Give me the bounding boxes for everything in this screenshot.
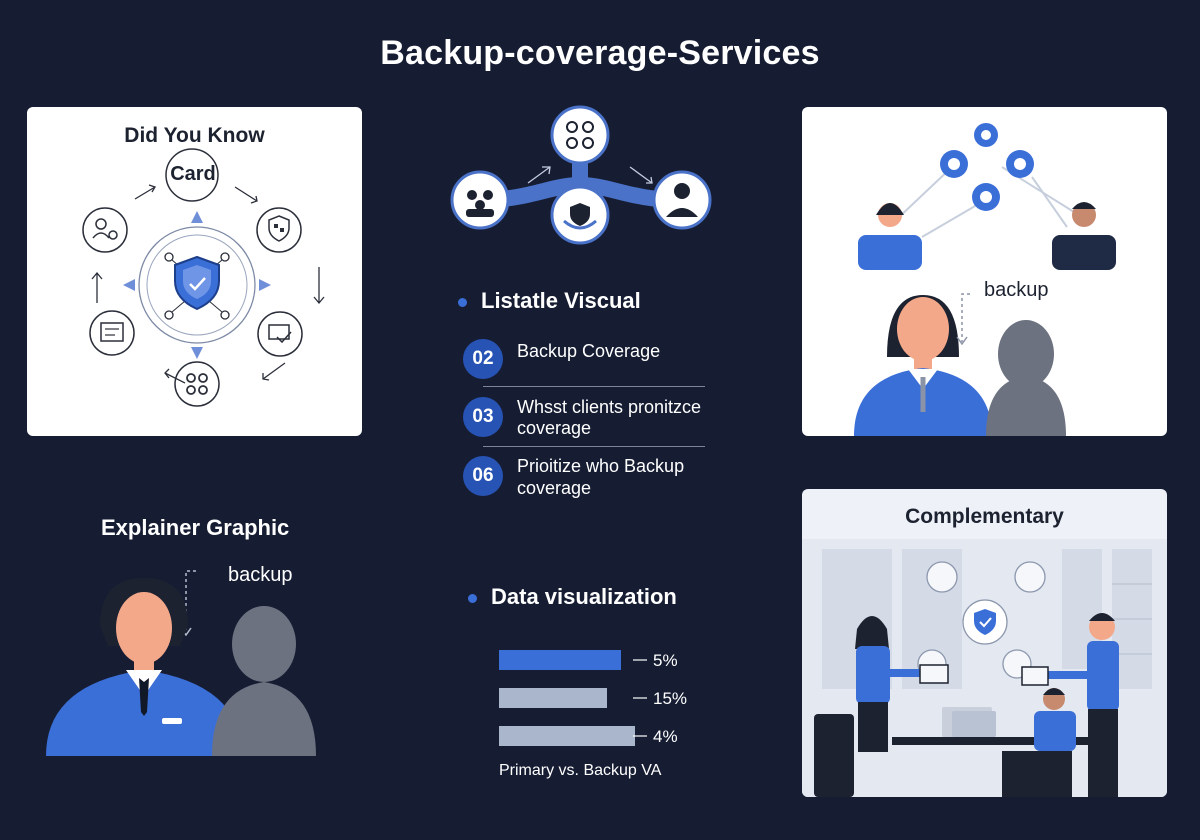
user-gear-icon xyxy=(82,207,128,253)
list-item-text: coverage xyxy=(517,478,592,498)
data-viz-heading-text: Data visualization xyxy=(491,584,677,609)
explainer-illustration xyxy=(46,570,316,756)
manager-node-icon xyxy=(652,170,712,230)
backup-team-card: backup xyxy=(802,107,1167,436)
backup-label: backup xyxy=(984,279,1049,301)
checklist-icon xyxy=(257,311,303,357)
bar xyxy=(499,650,621,670)
list-item-number: 03 xyxy=(463,397,503,437)
list-divider xyxy=(483,386,705,387)
shield-icon xyxy=(962,599,1008,645)
agent-avatar xyxy=(46,578,242,756)
listicle-heading-text: Listatle Viscual xyxy=(481,288,641,313)
bullet-dot xyxy=(468,593,477,603)
list-item-text: coverage xyxy=(517,418,592,438)
presenter-man xyxy=(1021,613,1119,797)
listicle-heading: Listatle Viscual xyxy=(458,288,641,314)
complementary-title: Complementary xyxy=(905,505,1064,528)
list-item-number: 06 xyxy=(463,456,503,496)
man-avatar xyxy=(1052,202,1116,270)
list-item-number: 02 xyxy=(463,339,503,379)
bar-label: 15% xyxy=(653,689,687,708)
agent-avatar xyxy=(854,295,992,436)
bar-chart: 5% 15% 4% xyxy=(499,650,687,746)
office-meeting-illustration xyxy=(802,539,1167,797)
gears-node-icon xyxy=(550,105,610,165)
bar xyxy=(499,726,635,746)
security-cycle-diagram xyxy=(82,148,325,407)
list-item-text: Whsst clients pronitzce xyxy=(517,397,702,417)
backup-figure xyxy=(986,320,1066,436)
team-network-diagram xyxy=(450,105,712,245)
backup-figure xyxy=(212,606,316,756)
document-icon xyxy=(89,310,135,356)
did-you-know-card: Did You Know xyxy=(27,107,362,436)
page-title: Backup-coverage-Services xyxy=(380,34,820,72)
bar-label: 5% xyxy=(653,651,678,670)
data-viz-heading: Data visualization xyxy=(468,584,677,610)
presenter-woman xyxy=(855,616,949,752)
seated-person xyxy=(952,688,1076,797)
bar-label: 4% xyxy=(653,727,678,746)
explainer-backup-label: backup xyxy=(228,564,293,586)
complementary-card: Complementary xyxy=(802,489,1167,797)
list-divider xyxy=(483,446,705,447)
shield-grid-icon xyxy=(256,207,302,253)
list-item-text: Prioitize who Backup xyxy=(517,456,685,476)
cycle-arrows xyxy=(91,184,325,384)
list-item-text: Backup Coverage xyxy=(517,341,661,361)
card-title: Did You Know xyxy=(124,124,265,147)
bullet-dot xyxy=(458,297,467,307)
woman-avatar xyxy=(858,203,922,270)
floating-icons xyxy=(917,561,1046,679)
gears-icon xyxy=(174,361,220,407)
team-node-icon xyxy=(450,170,510,230)
shield-hands-node-icon xyxy=(550,185,610,245)
flow-arrows xyxy=(527,166,653,184)
bar xyxy=(499,688,607,708)
shield-network-icon xyxy=(123,211,271,359)
card-subtitle: Card xyxy=(170,163,216,185)
backup-team-illustration xyxy=(854,123,1116,436)
chart-caption: Primary vs. Backup VA xyxy=(499,762,662,779)
explainer-heading: Explainer Graphic xyxy=(101,515,290,540)
